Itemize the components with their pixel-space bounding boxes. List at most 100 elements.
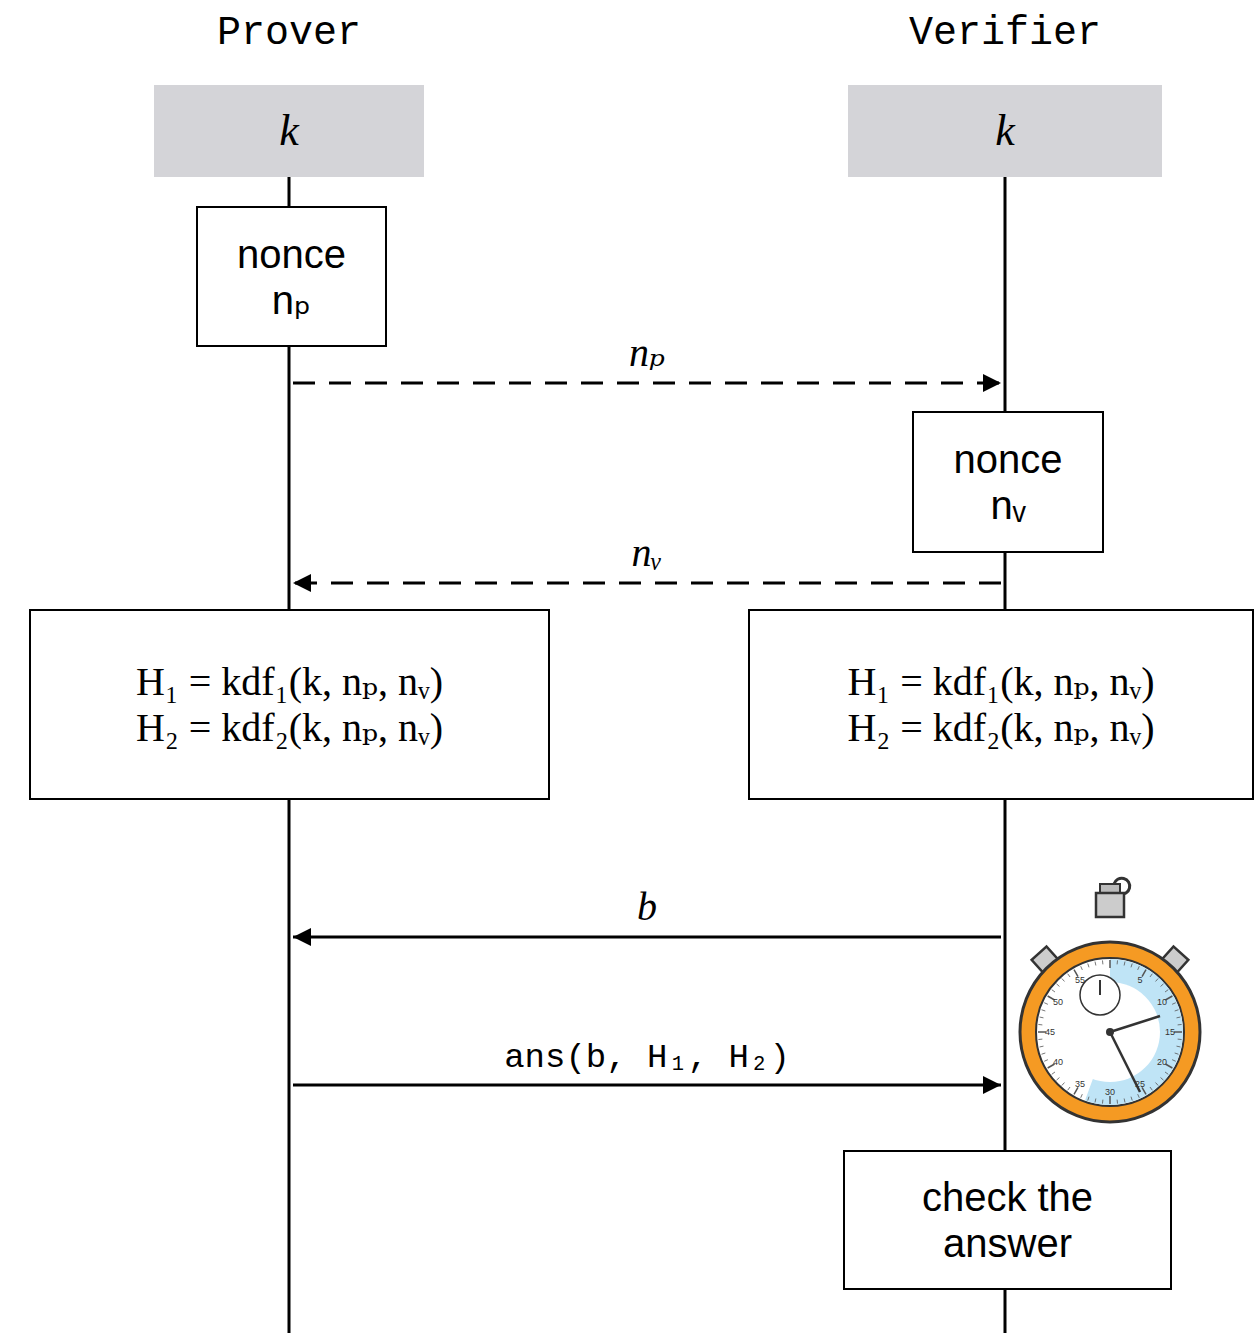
dial-tick xyxy=(1138,966,1140,970)
dial-tick xyxy=(1062,1083,1065,1086)
dial-tick xyxy=(1038,1039,1042,1040)
check-box: check the answer xyxy=(843,1150,1172,1290)
dial-tick xyxy=(1156,1083,1159,1086)
message-arrow xyxy=(293,382,1001,385)
dial-number: 55 xyxy=(1075,976,1085,985)
dial-tick xyxy=(1044,1003,1048,1005)
participant-name: Prover xyxy=(154,11,424,57)
dial-tick xyxy=(1062,978,1065,981)
key-label: k xyxy=(279,106,299,157)
dial-tick xyxy=(1178,1039,1182,1040)
dial-number: 20 xyxy=(1157,1058,1167,1067)
message-label: b xyxy=(633,885,661,929)
dial-number: 10 xyxy=(1157,998,1167,1007)
participant-box: Proverk xyxy=(154,85,424,177)
dial-number: 50 xyxy=(1053,998,1063,1007)
dial-tick xyxy=(1175,1010,1179,1011)
dial-tick xyxy=(1042,1053,1046,1054)
dial-number: 45 xyxy=(1045,1028,1055,1037)
dial-tick xyxy=(1172,1060,1176,1062)
dial-tick xyxy=(1177,1046,1181,1048)
dial-number: 30 xyxy=(1105,1088,1115,1097)
stopwatch-icon xyxy=(1020,878,1200,1122)
dial-number: 25 xyxy=(1135,1079,1145,1088)
dial-tick xyxy=(1131,964,1132,968)
dial-tick xyxy=(1038,1031,1046,1033)
kdf-formula: H₂ = kdf₂(k, nₚ, nᵥ) xyxy=(847,705,1154,751)
dial-tick xyxy=(1174,1031,1182,1033)
dial-tick xyxy=(1095,962,1097,966)
dial-tick xyxy=(1117,960,1118,964)
dial-tick xyxy=(1161,1078,1164,1081)
dial-tick xyxy=(1109,1096,1111,1104)
message-arrow xyxy=(293,936,1001,939)
dial-tick xyxy=(1044,1060,1048,1062)
dial-tick xyxy=(1068,1087,1070,1090)
stopwatch-hand xyxy=(1110,1016,1160,1032)
dial-tick xyxy=(1124,1099,1126,1103)
stopwatch-crown xyxy=(1096,893,1124,917)
message-arrow xyxy=(293,582,1001,585)
kdf-formula: H₁ = kdf₁(k, nₚ, nᵥ) xyxy=(136,659,443,705)
dial-tick xyxy=(1165,1072,1168,1074)
dial-number: 15 xyxy=(1165,1028,1175,1037)
stopwatch-face xyxy=(1036,958,1184,1106)
dial-number: 35 xyxy=(1075,1079,1085,1088)
dial-tick xyxy=(1088,964,1089,968)
dial-tick xyxy=(1040,1017,1044,1019)
dial-tick xyxy=(1102,1100,1103,1104)
dial-tick xyxy=(1165,990,1168,992)
dial-tick xyxy=(1131,1097,1132,1101)
dial-tick xyxy=(1177,1017,1181,1019)
dial-tick xyxy=(1074,1087,1078,1094)
nonce-box: nonce nᵥ xyxy=(912,411,1104,553)
dial-tick xyxy=(1052,1072,1055,1074)
dial-tick xyxy=(1056,984,1059,987)
dial-tick xyxy=(1178,1024,1182,1025)
dial-number: 5 xyxy=(1137,976,1142,985)
dial-tick xyxy=(1068,974,1070,977)
dial-tick xyxy=(1109,960,1111,968)
dial-tick xyxy=(1142,1087,1146,1094)
dial-tick xyxy=(1088,1097,1089,1101)
dial-tick xyxy=(1052,990,1055,992)
dial-tick xyxy=(1056,1078,1059,1081)
dial-tick xyxy=(1102,960,1103,964)
participant-box: Verifierk xyxy=(848,85,1162,177)
dial-tick xyxy=(1117,1100,1118,1104)
dial-tick xyxy=(1124,962,1126,966)
dial-tick xyxy=(1172,1003,1176,1005)
dial-tick xyxy=(1040,1046,1044,1048)
nonce-text: nonce nₚ xyxy=(227,231,357,323)
participant-name: Verifier xyxy=(848,11,1162,57)
dial-tick xyxy=(1175,1053,1179,1054)
dial-tick xyxy=(1161,984,1164,987)
subdial-hand xyxy=(1099,980,1101,995)
message-label: ans(b, H₁, H₂) xyxy=(500,1040,794,1077)
dial-tick xyxy=(1042,1010,1046,1011)
kdf-box: H₁ = kdf₁(k, nₚ, nᵥ)H₂ = kdf₂(k, nₚ, nᵥ) xyxy=(29,609,550,800)
stopwatch-subdial xyxy=(1080,975,1120,1015)
stopwatch-ticks xyxy=(1038,960,1182,1104)
dial-tick xyxy=(1156,978,1159,981)
dial-number: 40 xyxy=(1053,1058,1063,1067)
dial-tick xyxy=(1150,1087,1152,1090)
dial-tick xyxy=(1095,1099,1097,1103)
stopwatch-pivot xyxy=(1106,1028,1114,1036)
message-label: nₚ xyxy=(625,331,669,375)
kdf-formula: H₂ = kdf₂(k, nₚ, nᵥ) xyxy=(136,705,443,751)
dial-tick xyxy=(1142,970,1146,977)
dial-tick xyxy=(1038,1024,1042,1025)
nonce-text: nonce nᵥ xyxy=(943,436,1073,528)
key-label: k xyxy=(995,106,1015,157)
dial-tick xyxy=(1138,1094,1140,1098)
stopwatch-case xyxy=(1020,942,1200,1122)
kdf-formula: H₁ = kdf₁(k, nₚ, nᵥ) xyxy=(847,659,1154,705)
kdf-box: H₁ = kdf₁(k, nₚ, nᵥ)H₂ = kdf₂(k, nₚ, nᵥ) xyxy=(748,609,1254,800)
dial-tick xyxy=(1081,966,1083,970)
message-label: nᵥ xyxy=(627,531,666,575)
message-arrow xyxy=(293,1084,1001,1087)
dial-tick xyxy=(1081,1094,1083,1098)
nonce-box: nonce nₚ xyxy=(196,206,387,347)
check-text: check the answer xyxy=(893,1174,1123,1266)
